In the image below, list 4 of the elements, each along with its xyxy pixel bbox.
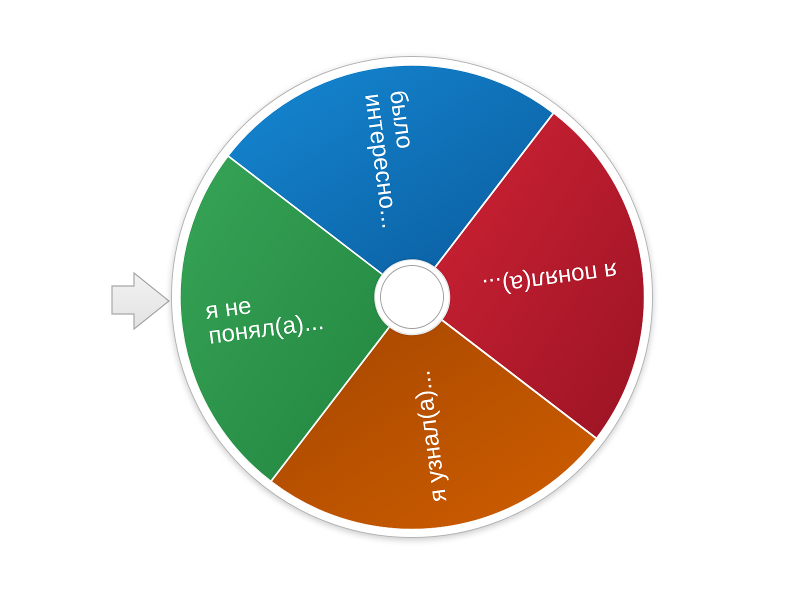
segment-label: я понял(а)... xyxy=(480,258,619,304)
segment-label: я узнал(а)... xyxy=(407,368,452,504)
segment-label: было интересно... xyxy=(360,88,420,232)
segment-label: я не понял(а)... xyxy=(204,291,326,349)
